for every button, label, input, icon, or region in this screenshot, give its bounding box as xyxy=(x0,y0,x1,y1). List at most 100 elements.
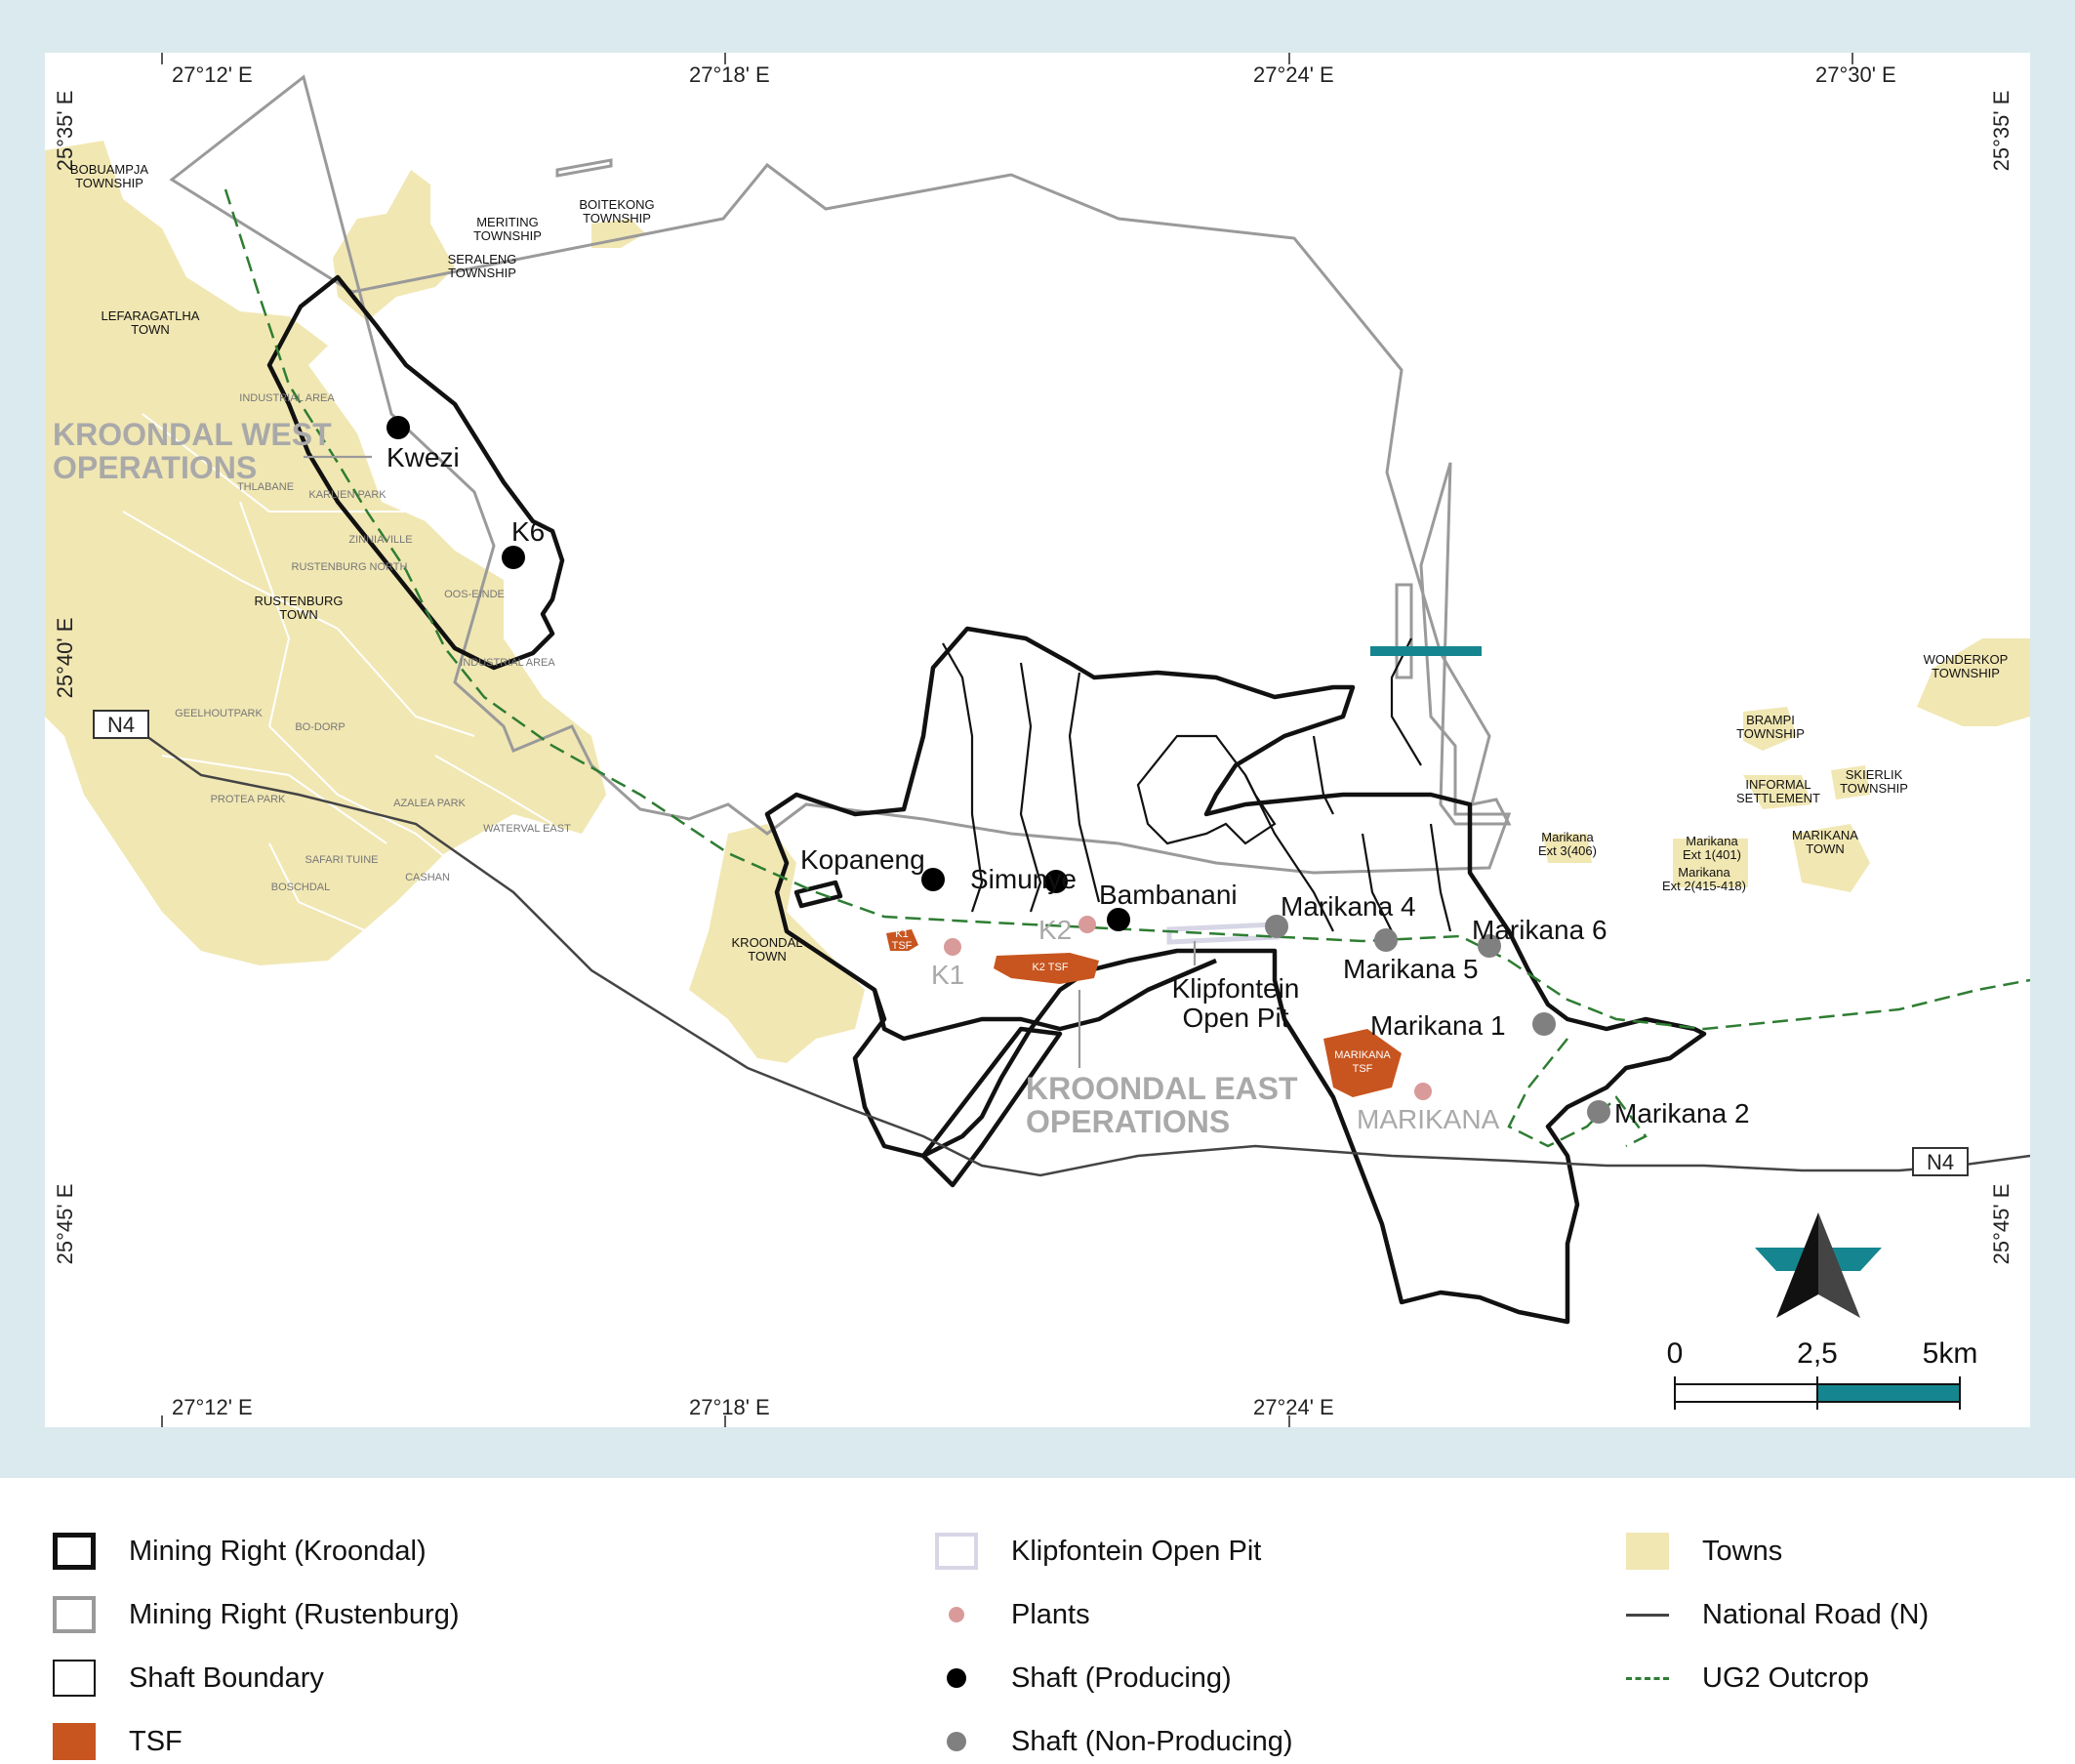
suburb-line xyxy=(142,413,455,513)
suburb-line xyxy=(161,755,387,844)
north-arrow-left xyxy=(1776,1212,1818,1318)
legend-rustenburg-label: Mining Right (Rustenburg) xyxy=(129,1598,460,1630)
scale-bar-white-segment xyxy=(1674,1383,1818,1403)
legend-item-klipfontein: Klipfontein Open Pit xyxy=(935,1530,1261,1573)
legend-plants-symbol xyxy=(935,1596,978,1633)
suburb-protea-park: PROTEA PARK xyxy=(211,794,286,805)
coord-right-1: 25°35' E xyxy=(1989,91,2014,172)
suburb-boschdal: BOSCHDAL xyxy=(271,882,331,893)
marikana-tsf-label-2: TSF xyxy=(1353,1063,1373,1075)
skierlik-town-area xyxy=(1831,765,1870,800)
scale-bar-teal-segment xyxy=(1816,1383,1961,1403)
callout-lines xyxy=(304,455,1197,1068)
suburb-karlien-park: KARLIEN PARK xyxy=(308,489,387,501)
suburb-geelhoutpark: GEELHOUTPARK xyxy=(175,708,263,719)
legend-national-road-symbol xyxy=(1626,1596,1669,1633)
shaft-marikana2-label: Marikana 2 xyxy=(1614,1098,1750,1128)
north-arrow-label: TN xyxy=(1810,1299,1828,1315)
suburb-line xyxy=(337,628,475,737)
town-brampi-2: TOWNSHIP xyxy=(1736,726,1805,741)
suburb-line xyxy=(239,501,291,727)
shaft-boundary-line xyxy=(1361,833,1393,932)
national-road-n4 xyxy=(132,724,2030,1177)
legend-towns-label: Towns xyxy=(1702,1535,1783,1567)
scale-label-2: 5km xyxy=(1923,1337,1978,1370)
n4-right-shield: N4 xyxy=(1912,1147,1969,1176)
plant-k1-label: K1 xyxy=(931,960,964,990)
shafts-non-producing xyxy=(1265,915,1610,1124)
shaft-boundary-line xyxy=(1390,637,1422,766)
shaft-marikana6-label: Marikana 6 xyxy=(1472,915,1607,945)
north-arrow: TN xyxy=(1755,1212,1882,1318)
coord-bottom-3: 27°24' E xyxy=(1253,1395,1334,1419)
suburb-cashan: CASHAN xyxy=(405,872,450,883)
coord-top-1: 27°12' E xyxy=(172,62,253,87)
town-boitekong-2: TOWNSHIP xyxy=(583,211,651,226)
town-labels: BOBUAMPJA TOWNSHIP LEFARAGATLHA TOWN MER… xyxy=(70,162,2008,964)
shafts-producing xyxy=(387,416,1130,931)
pit-label-2: Open Pit xyxy=(1183,1003,1289,1033)
plant-k2-label: K2 xyxy=(1038,915,1072,945)
suburb-waterval-east: WATERVAL EAST xyxy=(483,823,571,835)
scale-label-1: 2,5 xyxy=(1797,1337,1838,1370)
plant-k1-dot xyxy=(944,938,961,956)
coord-left-2: 25°40' E xyxy=(53,618,77,699)
shaft-boundary-line xyxy=(1019,662,1042,913)
suburb-zinniaville: ZINNIAVILLE xyxy=(348,534,412,546)
wonderkop-town-area xyxy=(1917,638,2030,726)
k1-tsf-area xyxy=(886,929,918,951)
town-bobuampja-1: BOBUAMPJA xyxy=(70,162,149,177)
suburb-thlabane: THLABANE xyxy=(237,481,294,493)
scale-bar: 0 2,5 5km xyxy=(1667,1337,1978,1410)
town-lefaragatlha-2: TOWN xyxy=(131,322,169,337)
legend-item-shaft-non-producing: Shaft (Non-Producing) xyxy=(935,1720,1293,1763)
legend-item-towns: Towns xyxy=(1626,1530,1782,1573)
suburb-azalea-park: AZALEA PARK xyxy=(393,798,466,809)
plants xyxy=(944,916,1432,1100)
town-bobuampja-2: TOWNSHIP xyxy=(75,176,143,190)
legend-shaft-non-producing-label: Shaft (Non-Producing) xyxy=(1011,1725,1293,1757)
legend-tsf-label: TSF xyxy=(129,1725,183,1757)
kroondal-east-tail xyxy=(920,1026,1063,1188)
legend-plants-label: Plants xyxy=(1011,1598,1090,1630)
legend-ug2-symbol xyxy=(1626,1660,1669,1697)
rustenburg-strip xyxy=(555,158,613,178)
legend-item-rustenburg: Mining Right (Rustenburg) xyxy=(53,1593,459,1636)
n4-right-box xyxy=(1912,1147,1969,1176)
plant-marikana-label: MARIKANA xyxy=(1357,1104,1500,1134)
suburb-line xyxy=(268,842,368,932)
legend-klipfontein-label: Klipfontein Open Pit xyxy=(1011,1535,1262,1567)
shaft-marikana4-label: Marikana 4 xyxy=(1281,891,1416,922)
coord-top-2: 27°18' E xyxy=(689,62,770,87)
k2-tsf-area xyxy=(994,953,1099,984)
town-meriting-1: MERITING xyxy=(476,215,539,229)
town-ext1-2: Ext 1(401) xyxy=(1683,847,1741,862)
shaft-bambanani-dot xyxy=(1107,908,1130,931)
meriting-town-area xyxy=(333,170,455,321)
town-marikana-2: TOWN xyxy=(1806,841,1844,856)
shaft-k6-label: K6 xyxy=(511,516,545,547)
shaft-kwezi-label: Kwezi xyxy=(387,442,460,472)
shaft-marikana5-dot xyxy=(1374,928,1398,952)
town-skierlik-2: TOWNSHIP xyxy=(1840,781,1908,796)
rustenburg-boundary xyxy=(169,74,1512,875)
legend-national-road-label: National Road (N) xyxy=(1702,1598,1930,1630)
town-lefaragatlha-1: LEFARAGATLHA xyxy=(102,308,200,323)
shaft-marikana4-dot xyxy=(1265,915,1288,938)
shaft-boundary-line xyxy=(1136,734,1277,845)
west-operations-label-2: OPERATIONS xyxy=(53,450,257,485)
kroondal-mining-right xyxy=(266,274,1707,1325)
n4-right-label: N4 xyxy=(1927,1150,1954,1174)
legend-shaft-producing-label: Shaft (Producing) xyxy=(1011,1661,1232,1694)
legend-item-kroondal: Mining Right (Kroondal) xyxy=(53,1530,427,1573)
plant-k2-dot xyxy=(1078,916,1096,933)
town-kroondal-2: TOWN xyxy=(748,949,786,964)
marikana-tsf-label-1: MARIKANA xyxy=(1334,1049,1391,1061)
ug2-outcrop-loop xyxy=(1507,1038,1648,1148)
ug2-outcrop-line xyxy=(224,188,2030,1031)
north-arrow-right xyxy=(1818,1212,1860,1318)
legend-item-shaft-producing: Shaft (Producing) xyxy=(935,1657,1232,1700)
suburb-safari-tuine: SAFARI TUINE xyxy=(305,854,379,866)
coordinate-ticks xyxy=(161,53,1853,1427)
coord-left-3: 25°45' E xyxy=(53,1184,77,1265)
